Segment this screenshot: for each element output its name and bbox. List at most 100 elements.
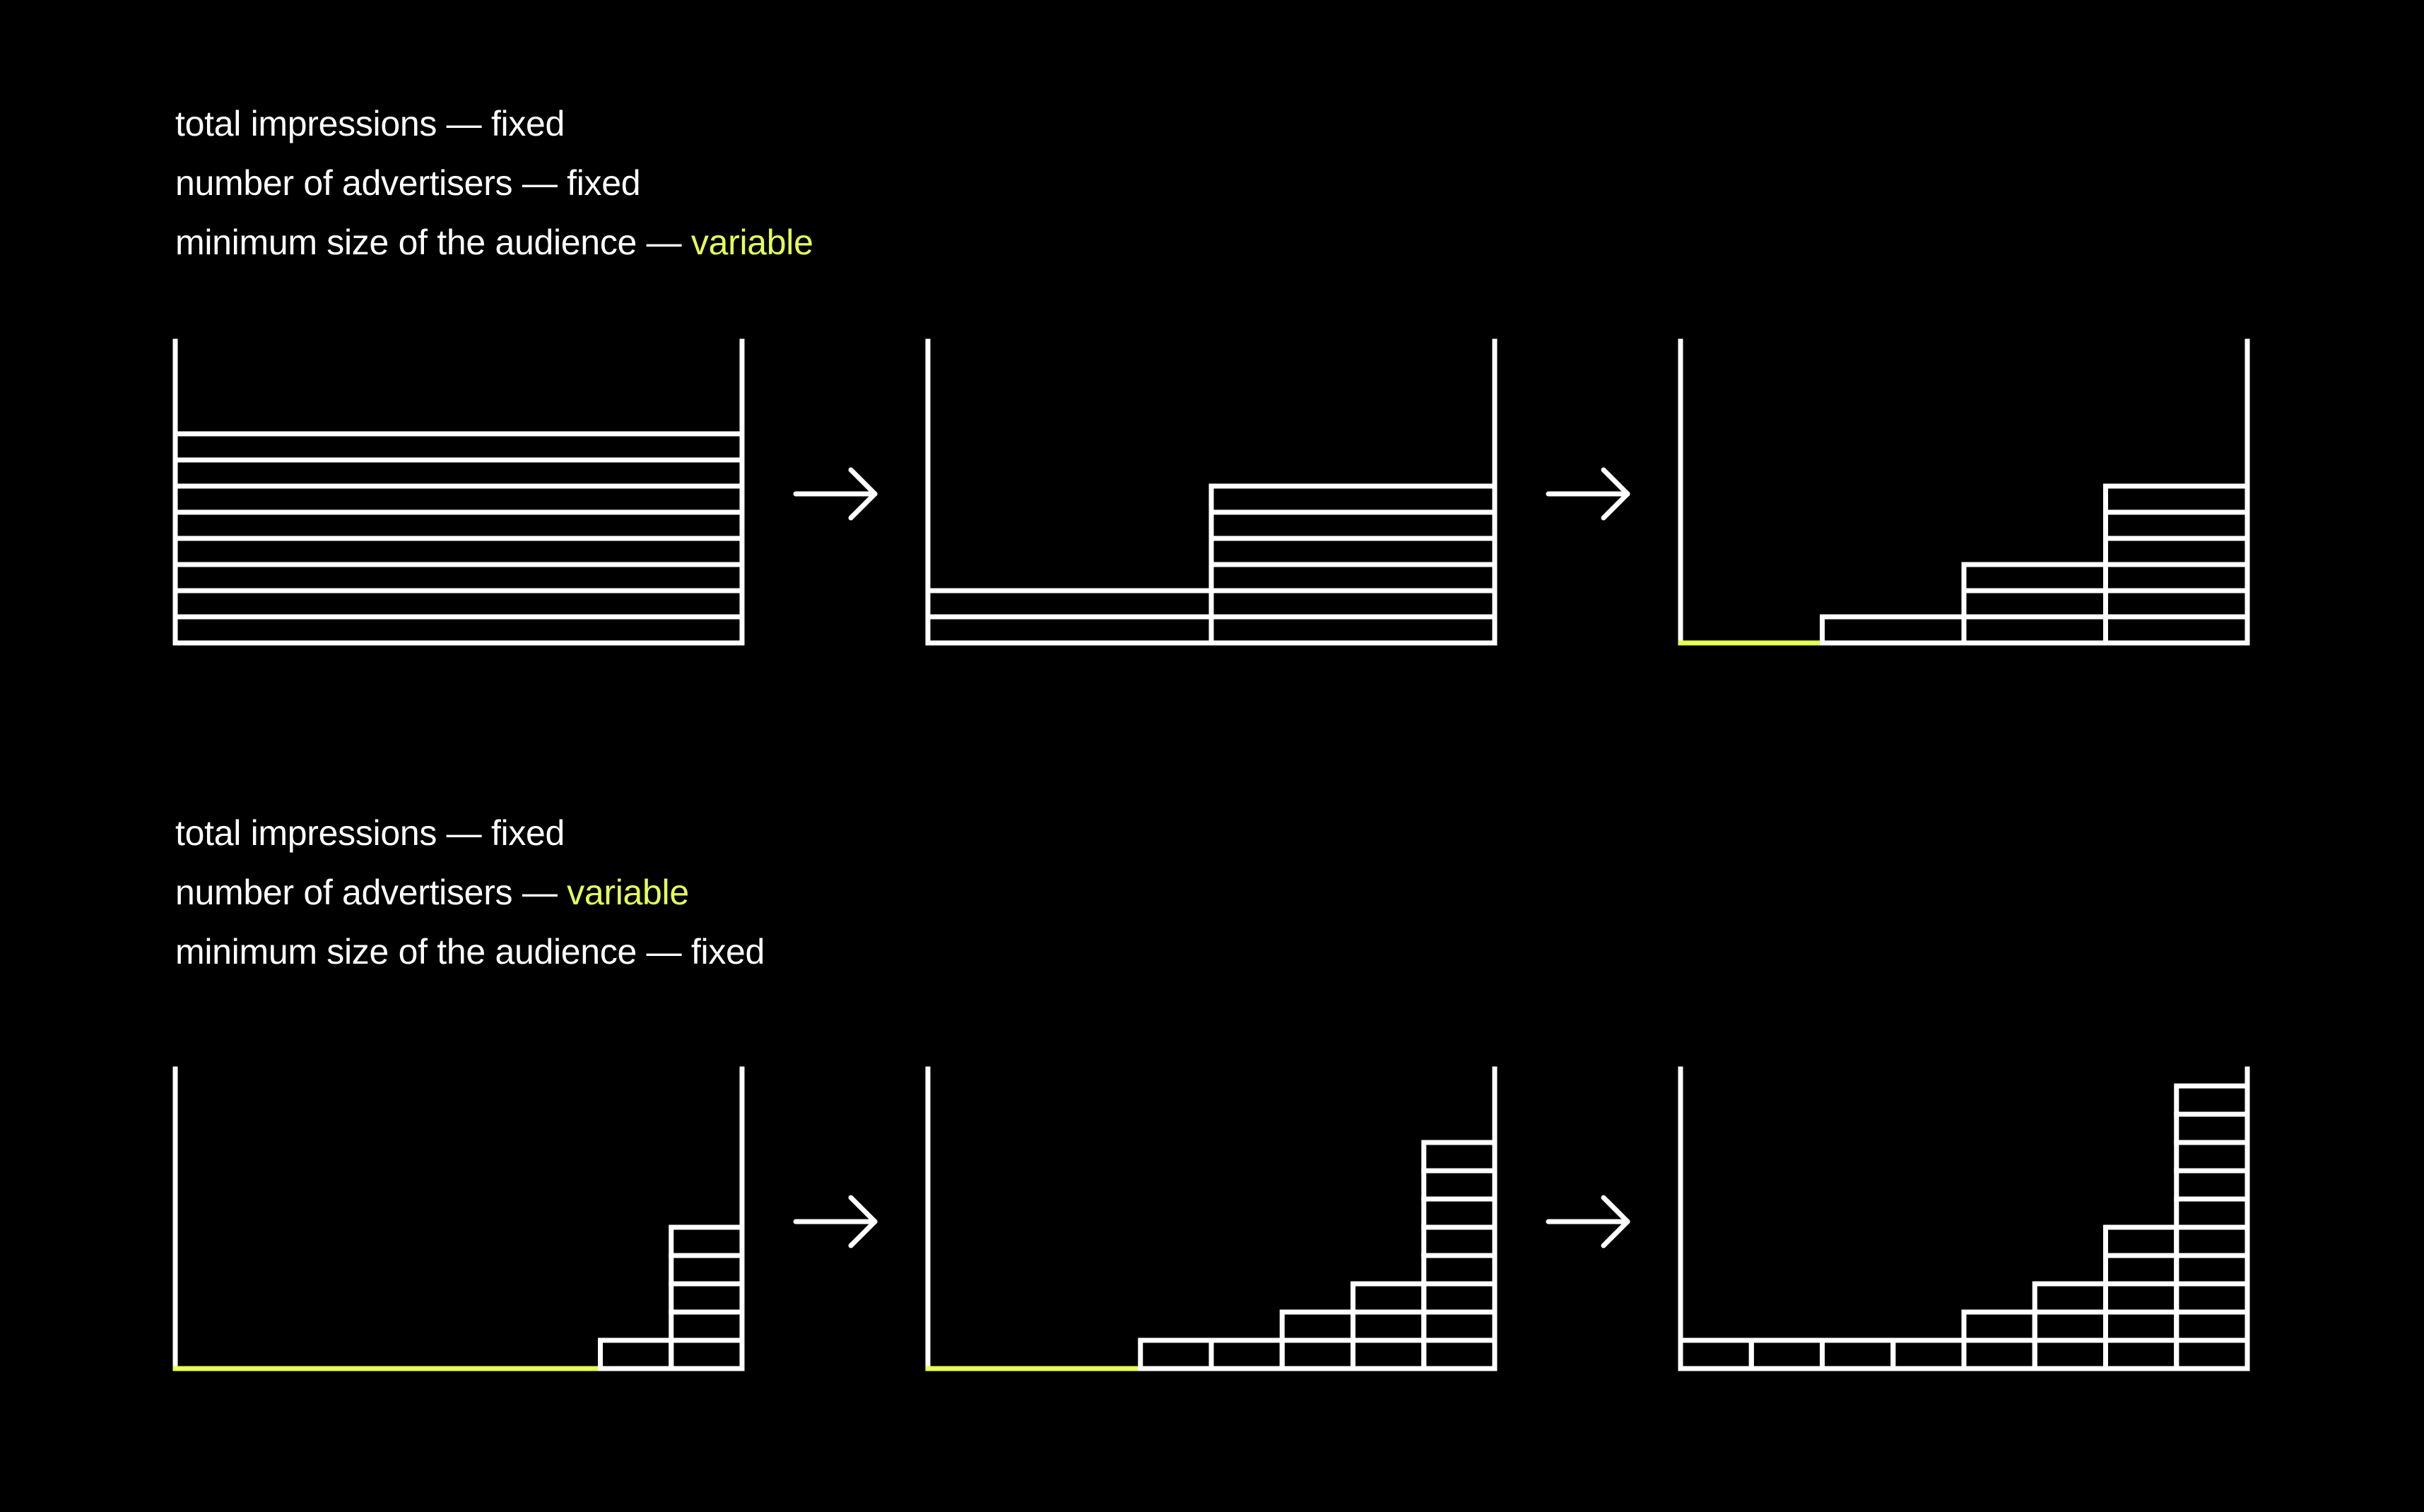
audience-block xyxy=(2103,536,2250,567)
right-arrow-icon xyxy=(793,467,878,521)
audience-block xyxy=(1678,1337,1754,1371)
legend-label: total impressions xyxy=(175,104,437,143)
audience-block xyxy=(2174,1168,2250,1202)
right-arrow-icon xyxy=(1546,1195,1630,1248)
legend-separator: — xyxy=(437,104,491,143)
audience-block xyxy=(2103,1224,2179,1258)
audience-block xyxy=(1890,1337,1967,1371)
audience-block xyxy=(1961,614,2108,646)
audience-block xyxy=(598,1337,674,1371)
audience-block xyxy=(1421,1140,1498,1174)
audience-block xyxy=(172,509,745,541)
legend-state: fixed xyxy=(490,813,565,853)
audience-block xyxy=(1748,1337,1825,1371)
audience-block xyxy=(1279,1309,1355,1343)
legend-scenario-1: total impressions — fixed number of adve… xyxy=(175,94,813,272)
legend-state: fixed xyxy=(690,932,765,971)
audience-block xyxy=(2174,1111,2250,1145)
audience-block xyxy=(669,1253,745,1287)
audience-block xyxy=(1208,536,1498,567)
audience-block xyxy=(1421,1168,1498,1202)
audience-block xyxy=(1421,1337,1498,1371)
audience-block xyxy=(2174,1337,2250,1371)
audience-block xyxy=(172,536,745,567)
audience-block xyxy=(2032,1309,2108,1343)
audience-block xyxy=(2103,562,2250,593)
audience-block xyxy=(925,614,1214,646)
audience-block xyxy=(669,1309,745,1343)
audience-block xyxy=(2174,1196,2250,1230)
audience-block xyxy=(2103,588,2250,620)
audience-block xyxy=(1961,1309,2037,1343)
audience-block xyxy=(1208,562,1498,593)
audience-block xyxy=(172,457,745,489)
audience-block xyxy=(2103,614,2250,646)
legend-separator: — xyxy=(437,813,491,853)
audience-block xyxy=(1208,483,1498,515)
audience-block xyxy=(172,588,745,620)
audience-block xyxy=(2103,1281,2179,1315)
audience-block xyxy=(2174,1281,2250,1315)
legend-label: number of advertisers xyxy=(175,873,513,912)
audience-block xyxy=(669,1337,745,1371)
audience-block xyxy=(2174,1224,2250,1258)
audience-block xyxy=(2174,1309,2250,1343)
audience-block xyxy=(2032,1337,2108,1371)
legend-line: minimum size of the audience — fixed xyxy=(175,922,765,981)
legend-label: minimum size of the audience xyxy=(175,932,637,971)
audience-block xyxy=(2103,483,2250,515)
audience-block xyxy=(1279,1337,1355,1371)
audience-block xyxy=(172,562,745,593)
audience-block xyxy=(172,483,745,515)
audience-block xyxy=(2103,509,2250,541)
audience-block xyxy=(2032,1281,2108,1315)
audience-block xyxy=(1208,509,1498,541)
audience-block xyxy=(172,614,745,646)
audience-block xyxy=(172,431,745,463)
audience-block xyxy=(669,1281,745,1315)
legend-label: minimum size of the audience xyxy=(175,223,637,262)
audience-block xyxy=(1138,1337,1214,1371)
legend-line: total impressions — fixed xyxy=(175,803,765,863)
right-arrow-icon xyxy=(1546,467,1630,521)
audience-block xyxy=(1208,1337,1285,1371)
audience-block xyxy=(1421,1281,1498,1315)
audience-block xyxy=(1351,1281,1427,1315)
audience-block xyxy=(1421,1196,1498,1230)
audience-block xyxy=(1351,1309,1427,1343)
legend-state-highlighted: variable xyxy=(567,873,689,912)
audience-block xyxy=(2103,1337,2179,1371)
legend-separator: — xyxy=(512,873,567,912)
audience-block xyxy=(1820,614,1967,646)
audience-block xyxy=(2174,1253,2250,1287)
audience-block xyxy=(2103,1253,2179,1287)
audience-block xyxy=(669,1224,745,1258)
audience-block xyxy=(1961,588,2108,620)
audience-block xyxy=(1208,588,1498,620)
legend-line: number of advertisers — fixed xyxy=(175,153,813,213)
legend-line: number of advertisers — variable xyxy=(175,863,765,922)
legend-separator: — xyxy=(637,223,691,262)
right-arrow-icon xyxy=(793,1195,878,1248)
audience-block xyxy=(1961,1337,2037,1371)
legend-state: fixed xyxy=(567,163,641,203)
legend-line: minimum size of the audience — variable xyxy=(175,213,813,272)
audience-block xyxy=(1208,614,1498,646)
legend-line: total impressions — fixed xyxy=(175,94,813,153)
audience-block xyxy=(1421,1253,1498,1287)
audience-block xyxy=(1351,1337,1427,1371)
legend-label: number of advertisers xyxy=(175,163,513,203)
legend-separator: — xyxy=(637,932,691,971)
legend-separator: — xyxy=(512,163,567,203)
audience-block xyxy=(925,588,1214,620)
audience-block xyxy=(2174,1140,2250,1174)
audience-block xyxy=(1820,1337,1896,1371)
audience-block xyxy=(2174,1083,2250,1117)
audience-block xyxy=(1961,562,2108,593)
audience-block xyxy=(1421,1309,1498,1343)
legend-state: fixed xyxy=(490,104,565,143)
legend-scenario-2: total impressions — fixed number of adve… xyxy=(175,803,765,981)
audience-block xyxy=(2103,1309,2179,1343)
legend-state-highlighted: variable xyxy=(690,223,813,262)
